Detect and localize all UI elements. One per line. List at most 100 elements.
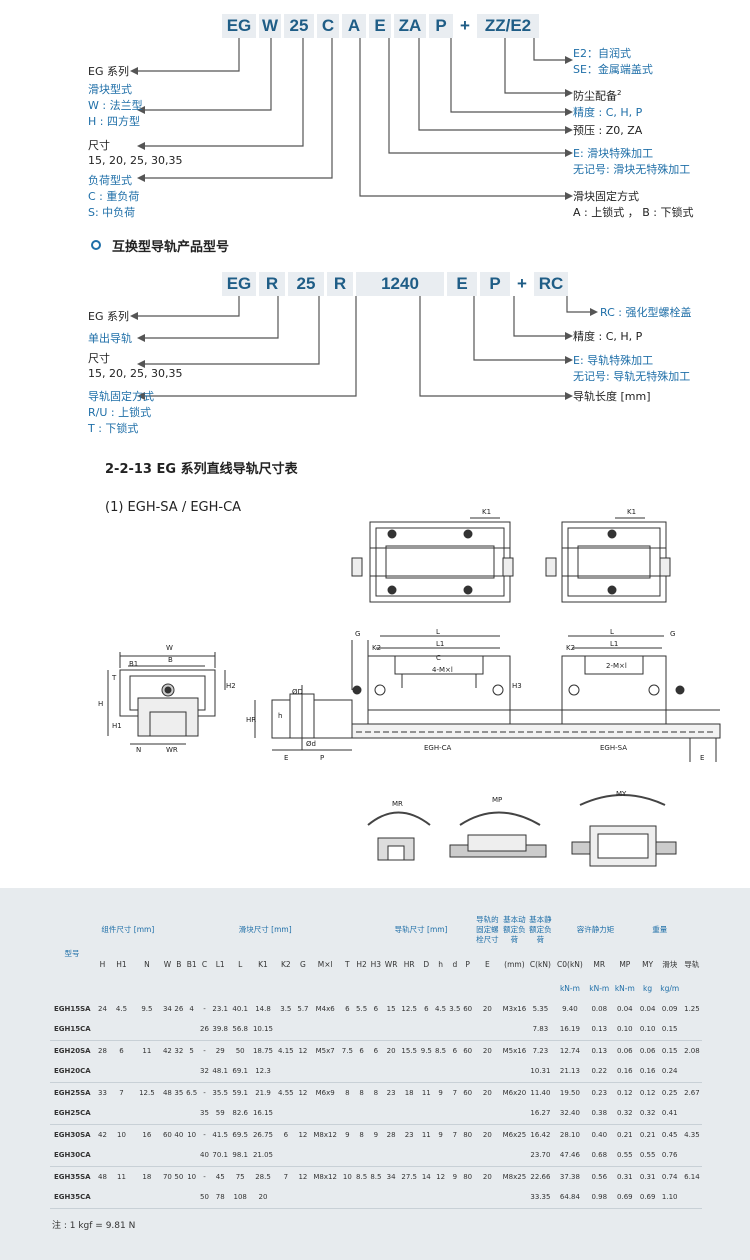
- cell: 16.15: [250, 1103, 276, 1125]
- cell: M6x9: [315, 1088, 335, 1097]
- cell: [433, 1103, 448, 1125]
- dim-m: 4-M×l: [432, 666, 453, 674]
- cell: -: [203, 1004, 206, 1013]
- dim-wr: WR: [166, 746, 178, 754]
- cell: M8x12: [313, 1130, 337, 1139]
- cell: 0.31: [639, 1172, 656, 1181]
- cell-model: EGH15SA: [54, 1004, 91, 1013]
- code-part: C: [317, 14, 339, 38]
- cell: 19.50: [559, 1088, 580, 1097]
- th-sub: M×l: [317, 960, 333, 969]
- cell: [184, 1019, 199, 1041]
- cell: 32.40: [553, 1103, 587, 1125]
- th-sub: W: [163, 960, 172, 969]
- cell: 0.38: [586, 1103, 613, 1125]
- cell: 34: [386, 1172, 396, 1181]
- label-dust: 防尘配备2: [573, 89, 622, 103]
- dim-k1: K1: [482, 508, 491, 516]
- th-sub: L: [238, 960, 243, 969]
- label-size: 尺寸: [88, 139, 110, 152]
- dim-h1: H1: [112, 722, 122, 730]
- cell: 27.5: [401, 1172, 417, 1181]
- cell: [433, 1061, 448, 1083]
- cell: 0.08: [591, 1004, 608, 1013]
- th-sub: MP: [619, 960, 631, 969]
- label2-e-special: E: 导轨特殊加工: [573, 354, 654, 367]
- cell: 4.15: [278, 1046, 294, 1055]
- cell: [501, 1187, 528, 1209]
- label-egh-sa: EGH-SA: [600, 744, 627, 752]
- cell: 7: [119, 1088, 124, 1097]
- cell: 21.13: [553, 1061, 587, 1083]
- th-rail: 导轨尺寸 [mm]: [394, 925, 448, 934]
- cell: [132, 1019, 162, 1041]
- label-series: EG 系列: [88, 65, 129, 78]
- cell: [473, 1145, 502, 1167]
- th-sub: G: [300, 960, 306, 969]
- cell: 23.70: [527, 1145, 554, 1167]
- cell: 7.83: [527, 1019, 554, 1041]
- unit-note: 注 : 1 kgf = 9.81 N: [52, 1221, 136, 1231]
- cell: [399, 1019, 420, 1041]
- cell: 0.23: [591, 1088, 608, 1097]
- cell: 4.5: [435, 1004, 447, 1013]
- cell: [173, 1019, 185, 1041]
- cell: -: [203, 1172, 206, 1181]
- code-part: A: [342, 14, 366, 38]
- cell: 20: [482, 1172, 492, 1181]
- cell: 8.5: [370, 1172, 382, 1181]
- cell: 4.35: [684, 1130, 700, 1139]
- cell: 70.1: [210, 1145, 231, 1167]
- cell: 12: [298, 1088, 308, 1097]
- cell: 9: [345, 1130, 350, 1139]
- cell: 4.5: [115, 1004, 128, 1013]
- model-code-1: EG W 25 C A E ZA P + ZZ/E2: [222, 14, 539, 38]
- cell: [173, 1145, 185, 1167]
- cell: [184, 1103, 199, 1125]
- th-sub: 导轨: [684, 960, 700, 969]
- label2-mount: 导轨固定方式: [88, 390, 154, 403]
- cell: [473, 1061, 502, 1083]
- cell: [94, 1103, 111, 1125]
- label-load-s: S: 中负荷: [88, 206, 136, 219]
- cell: 78: [210, 1187, 231, 1209]
- cell: -: [203, 1130, 206, 1139]
- label-load-c: C : 重负荷: [88, 190, 140, 203]
- th-sub: d: [452, 960, 458, 969]
- th-bolt: 导轨的固定螺栓尺寸: [476, 915, 499, 944]
- th-unit: kg/m: [660, 984, 680, 993]
- cell: 108: [230, 1187, 251, 1209]
- cell: [473, 1103, 502, 1125]
- cell: 0.21: [617, 1130, 633, 1139]
- cell: 40: [174, 1130, 184, 1139]
- th-unit: kN-m: [589, 984, 610, 993]
- cell: 60: [463, 1004, 473, 1013]
- cell: M6x25: [502, 1130, 527, 1139]
- cell: 16.42: [530, 1130, 551, 1139]
- cell: 45: [215, 1172, 225, 1181]
- label-block-w: W : 法兰型: [88, 99, 143, 112]
- cell: 9.5: [420, 1046, 432, 1055]
- cell: [399, 1145, 420, 1167]
- cell: 24: [98, 1004, 107, 1013]
- cell: 0.24: [657, 1061, 682, 1083]
- cell: 6: [119, 1046, 124, 1055]
- cell: [681, 1019, 702, 1041]
- cell-model: EGH25CA: [50, 1103, 94, 1125]
- cell: [383, 1187, 400, 1209]
- dim-k2-sa: K2: [566, 644, 575, 652]
- th-sub: N: [144, 960, 150, 969]
- cell: 50: [174, 1172, 184, 1181]
- cell: 0.13: [586, 1019, 613, 1041]
- cell: 34: [162, 1004, 172, 1013]
- cell: 20: [482, 1046, 492, 1055]
- cell: [399, 1103, 420, 1125]
- cell: [501, 1145, 528, 1167]
- code-part: R: [327, 272, 353, 296]
- cell: [383, 1103, 400, 1125]
- code-plus: +: [460, 16, 470, 35]
- cell: 5.5: [356, 1004, 368, 1013]
